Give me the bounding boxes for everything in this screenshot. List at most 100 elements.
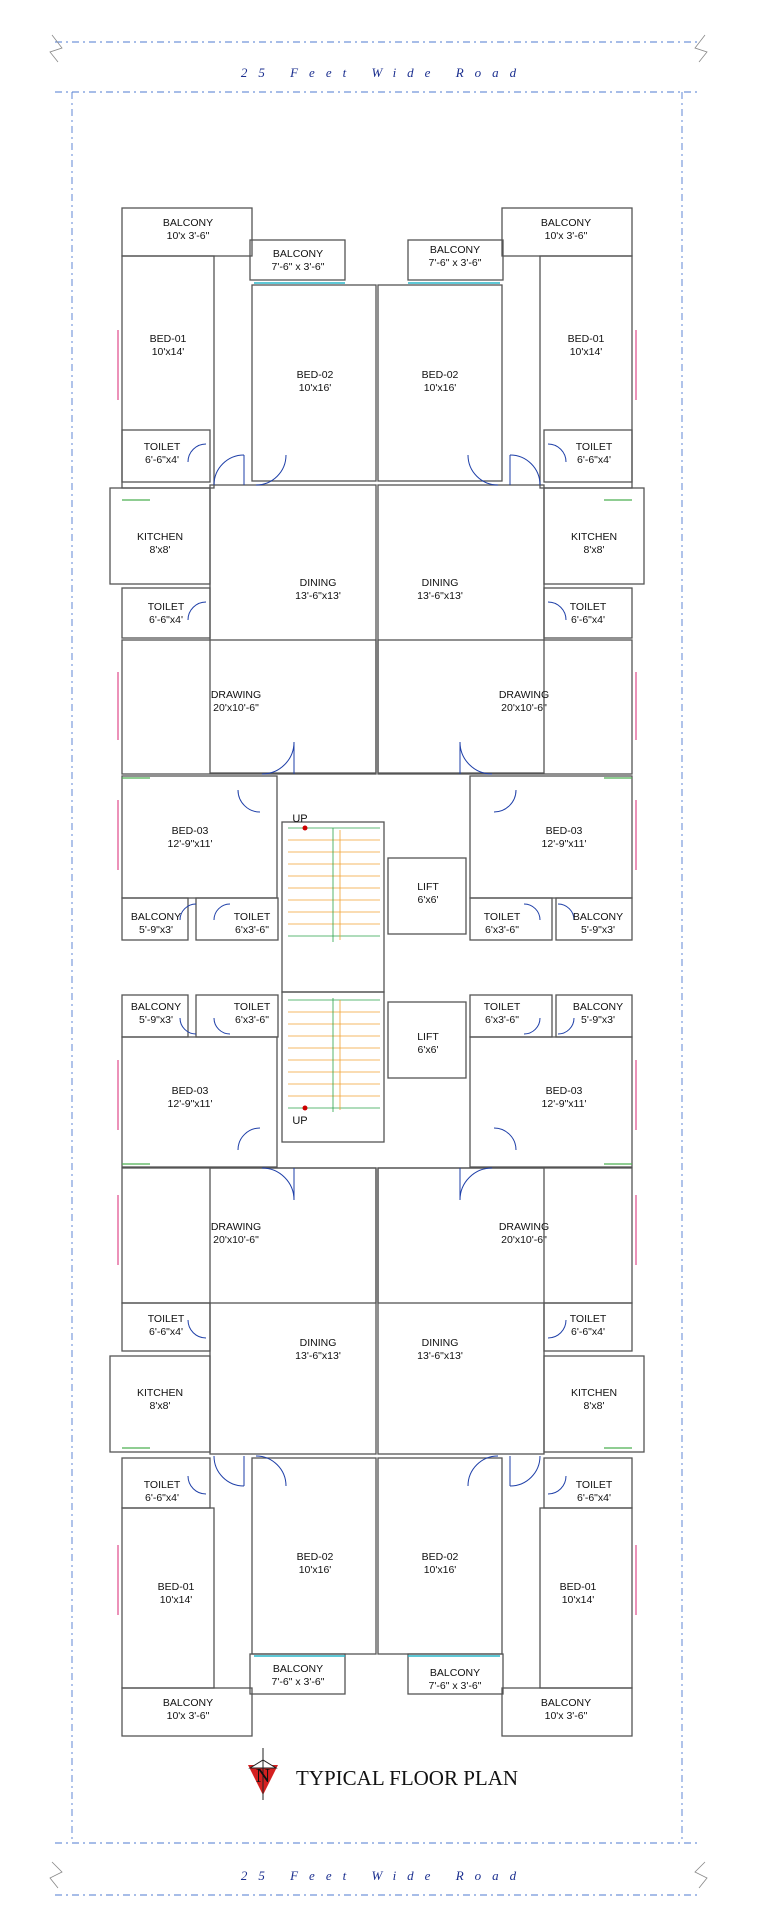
room-name-dining-br: DINING bbox=[422, 1337, 459, 1349]
room-name-balcony-bl2: BALCONY bbox=[273, 1663, 323, 1675]
room-size-balcony-ml2: 5'-9"x3' bbox=[139, 1014, 173, 1026]
room-name-toilet-mr1: TOILET bbox=[484, 911, 521, 923]
room-name-dining-tl: DINING bbox=[300, 577, 337, 589]
room-size-balcony-tr: 10'x 3'-6" bbox=[545, 230, 588, 242]
room-name-bed02-tr: BED-02 bbox=[422, 369, 459, 381]
room-name-drawing-tl: DRAWING bbox=[211, 689, 261, 701]
room-name-balcony-tr2: BALCONY bbox=[430, 244, 480, 256]
room-name-lift-t: LIFT bbox=[417, 881, 439, 893]
room-size-toilet-bl2: 6'-6"x4' bbox=[149, 1326, 183, 1338]
room-name-kitchen-tr: KITCHEN bbox=[571, 531, 617, 543]
room-size-lift-b: 6'x6' bbox=[418, 1044, 439, 1056]
room-size-drawing-bl: 20'x10'-6" bbox=[213, 1234, 259, 1246]
room-size-toilet-ml2: 6'x3'-6" bbox=[235, 1014, 269, 1026]
room-size-balcony-tl: 10'x 3'-6" bbox=[167, 230, 210, 242]
room-name-balcony-ml2: BALCONY bbox=[131, 1001, 181, 1013]
room-size-balcony-tl2: 7'-6" x 3'-6" bbox=[272, 261, 325, 273]
room-name-toilet-ml1: TOILET bbox=[234, 911, 271, 923]
room-size-bed01-tl: 10'x14' bbox=[152, 346, 185, 358]
room-name-toilet-tr1: TOILET bbox=[576, 441, 613, 453]
room-size-kitchen-bl: 8'x8' bbox=[150, 1400, 171, 1412]
room-name-balcony-tr: BALCONY bbox=[541, 217, 591, 229]
room-name-balcony-br2: BALCONY bbox=[430, 1667, 480, 1679]
room-name-bed01-bl: BED-01 bbox=[158, 1581, 195, 1593]
stair-up-marker-bottom bbox=[302, 1105, 308, 1111]
room-name-kitchen-br: KITCHEN bbox=[571, 1387, 617, 1399]
room-size-drawing-tl: 20'x10'-6" bbox=[213, 702, 259, 714]
room-name-toilet-br2: TOILET bbox=[570, 1313, 607, 1325]
room-size-toilet-br2: 6'-6"x4' bbox=[571, 1326, 605, 1338]
room-name-lift-b: LIFT bbox=[417, 1031, 439, 1043]
room-size-bed02-br: 10'x16' bbox=[424, 1564, 457, 1576]
room-size-bed01-tr: 10'x14' bbox=[570, 346, 603, 358]
room-size-toilet-bl1: 6'-6"x4' bbox=[145, 1492, 179, 1504]
room-name-toilet-br1: TOILET bbox=[576, 1479, 613, 1491]
room-size-bed01-bl: 10'x14' bbox=[160, 1594, 193, 1606]
room-name-toilet-bl2: TOILET bbox=[148, 1313, 185, 1325]
room-name-bed01-tl: BED-01 bbox=[150, 333, 187, 345]
room-name-drawing-tr: DRAWING bbox=[499, 689, 549, 701]
room-size-toilet-tr2: 6'-6"x4' bbox=[571, 614, 605, 626]
road-label-top: 25 Feet Wide Road bbox=[241, 65, 527, 80]
walls-bottom-half bbox=[109, 991, 645, 1737]
room-name-drawing-bl: DRAWING bbox=[211, 1221, 261, 1233]
room-name-balcony-mr1: BALCONY bbox=[573, 911, 623, 923]
room-size-kitchen-tl: 8'x8' bbox=[150, 544, 171, 556]
windows bbox=[117, 282, 637, 1657]
room-name-bed03-bl: BED-03 bbox=[172, 1085, 209, 1097]
road-label-bottom: 25 Feet Wide Road bbox=[241, 1868, 527, 1883]
room-name-bed01-tr: BED-01 bbox=[568, 333, 605, 345]
room-size-toilet-br1: 6'-6"x4' bbox=[577, 1492, 611, 1504]
room-size-balcony-mr1: 5'-9"x3' bbox=[581, 924, 615, 936]
room-size-bed01-br: 10'x14' bbox=[562, 1594, 595, 1606]
room-name-kitchen-bl: KITCHEN bbox=[137, 1387, 183, 1399]
room-size-balcony-bl: 10'x 3'-6" bbox=[167, 1710, 210, 1722]
room-size-balcony-ml1: 5'-9"x3' bbox=[139, 924, 173, 936]
room-size-toilet-tl2: 6'-6"x4' bbox=[149, 614, 183, 626]
room-size-bed02-tr: 10'x16' bbox=[424, 382, 457, 394]
room-size-bed03-tr: 12'-9"x11' bbox=[542, 838, 587, 850]
room-size-balcony-br: 10'x 3'-6" bbox=[545, 1710, 588, 1722]
room-size-bed03-tl: 12'-9"x11' bbox=[168, 838, 213, 850]
stair-up-marker-top bbox=[302, 825, 308, 831]
plot-boundary bbox=[71, 92, 683, 1843]
room-name-toilet-tr2: TOILET bbox=[570, 601, 607, 613]
room-name-bed03-tr: BED-03 bbox=[546, 825, 583, 837]
room-name-drawing-br: DRAWING bbox=[499, 1221, 549, 1233]
room-name-bed02-tl: BED-02 bbox=[297, 369, 334, 381]
room-size-balcony-tr2: 7'-6" x 3'-6" bbox=[429, 257, 482, 269]
road-boundary-top bbox=[49, 34, 708, 93]
room-size-dining-tr: 13'-6"x13' bbox=[417, 590, 463, 602]
walls-top-half bbox=[109, 207, 645, 993]
room-name-dining-bl: DINING bbox=[300, 1337, 337, 1349]
room-size-balcony-mr2: 5'-9"x3' bbox=[581, 1014, 615, 1026]
room-name-bed03-br: BED-03 bbox=[546, 1085, 583, 1097]
room-name-balcony-br: BALCONY bbox=[541, 1697, 591, 1709]
room-name-toilet-ml2: TOILET bbox=[234, 1001, 271, 1013]
room-size-kitchen-br: 8'x8' bbox=[584, 1400, 605, 1412]
room-name-balcony-tl2: BALCONY bbox=[273, 248, 323, 260]
room-size-dining-bl: 13'-6"x13' bbox=[295, 1350, 341, 1362]
room-name-bed02-br: BED-02 bbox=[422, 1551, 459, 1563]
north-letter: N bbox=[256, 1765, 270, 1787]
room-name-toilet-bl1: TOILET bbox=[144, 1479, 181, 1491]
road-boundary-bottom bbox=[49, 1842, 708, 1896]
room-size-drawing-br: 20'x10'-6" bbox=[501, 1234, 547, 1246]
room-size-lift-t: 6'x6' bbox=[418, 894, 439, 906]
plan-title: TYPICAL FLOOR PLAN bbox=[296, 1766, 518, 1790]
north-arrow-icon: N bbox=[248, 1748, 278, 1800]
room-size-dining-tl: 13'-6"x13' bbox=[295, 590, 341, 602]
room-size-toilet-ml1: 6'x3'-6" bbox=[235, 924, 269, 936]
room-name-balcony-mr2: BALCONY bbox=[573, 1001, 623, 1013]
room-size-dining-br: 13'-6"x13' bbox=[417, 1350, 463, 1362]
room-name-toilet-tl2: TOILET bbox=[148, 601, 185, 613]
staircase-top bbox=[288, 827, 380, 942]
room-name-toilet-mr2: TOILET bbox=[484, 1001, 521, 1013]
room-size-toilet-tr1: 6'-6"x4' bbox=[577, 454, 611, 466]
room-name-balcony-bl: BALCONY bbox=[163, 1697, 213, 1709]
room-name-bed01-br: BED-01 bbox=[560, 1581, 597, 1593]
room-size-bed02-bl: 10'x16' bbox=[299, 1564, 332, 1576]
room-name-balcony-tl: BALCONY bbox=[163, 217, 213, 229]
